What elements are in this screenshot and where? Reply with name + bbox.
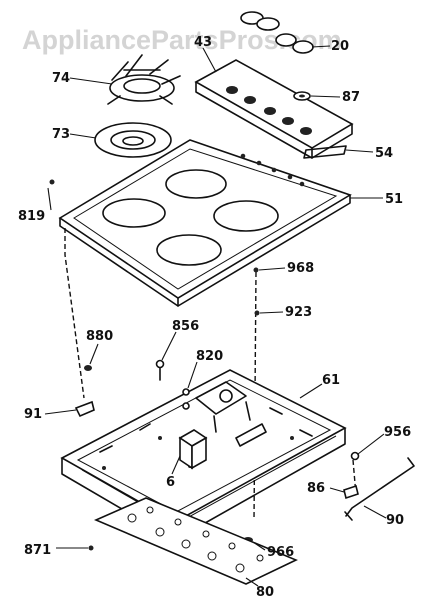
control-knobs-part xyxy=(240,11,314,54)
callout-87: 87 xyxy=(342,90,360,105)
assembly-line-right xyxy=(352,459,357,496)
callout-61: 61 xyxy=(322,373,340,388)
callout-880: 880 xyxy=(86,329,113,344)
callout-90: 90 xyxy=(386,513,404,528)
callout-80: 80 xyxy=(256,585,274,600)
callout-86: 86 xyxy=(307,481,325,496)
dot-871 xyxy=(88,545,94,551)
dot-923 xyxy=(254,310,260,316)
callout-73: 73 xyxy=(52,127,70,142)
control-panel-part xyxy=(194,59,354,159)
callout-54: 54 xyxy=(375,146,393,161)
screw-856 xyxy=(155,359,165,381)
dot-968 xyxy=(253,267,259,273)
callout-74: 74 xyxy=(52,71,70,86)
leader-lines xyxy=(44,45,387,587)
burner-bowl-part xyxy=(94,122,172,158)
clip-part xyxy=(343,484,359,500)
callout-20: 20 xyxy=(331,39,349,54)
callout-43: 43 xyxy=(194,35,212,50)
bracket-part xyxy=(74,400,95,418)
dot-819 xyxy=(49,179,55,185)
bottom-plate-part xyxy=(93,497,298,585)
grommet-part xyxy=(293,91,311,101)
gas-rod-part xyxy=(344,457,415,521)
callout-820: 820 xyxy=(196,349,223,364)
screw-880 xyxy=(84,365,92,371)
callout-968: 968 xyxy=(287,261,314,276)
screw-820 xyxy=(182,388,190,410)
screw-956 xyxy=(350,451,360,461)
callout-819: 819 xyxy=(18,209,45,224)
trim-strip-part xyxy=(303,145,347,159)
cooktop-part xyxy=(58,139,352,307)
callout-91: 91 xyxy=(24,407,42,422)
callout-966: 966 xyxy=(267,545,294,560)
callout-856: 856 xyxy=(172,319,199,334)
callout-6: 6 xyxy=(166,475,175,490)
assembly-line-left xyxy=(64,228,85,399)
callout-923: 923 xyxy=(285,305,312,320)
ignitor-module-part xyxy=(178,429,208,470)
callout-956: 956 xyxy=(384,425,411,440)
callout-871: 871 xyxy=(24,543,51,558)
burner-grate-part xyxy=(107,54,181,105)
callout-51: 51 xyxy=(385,192,403,207)
